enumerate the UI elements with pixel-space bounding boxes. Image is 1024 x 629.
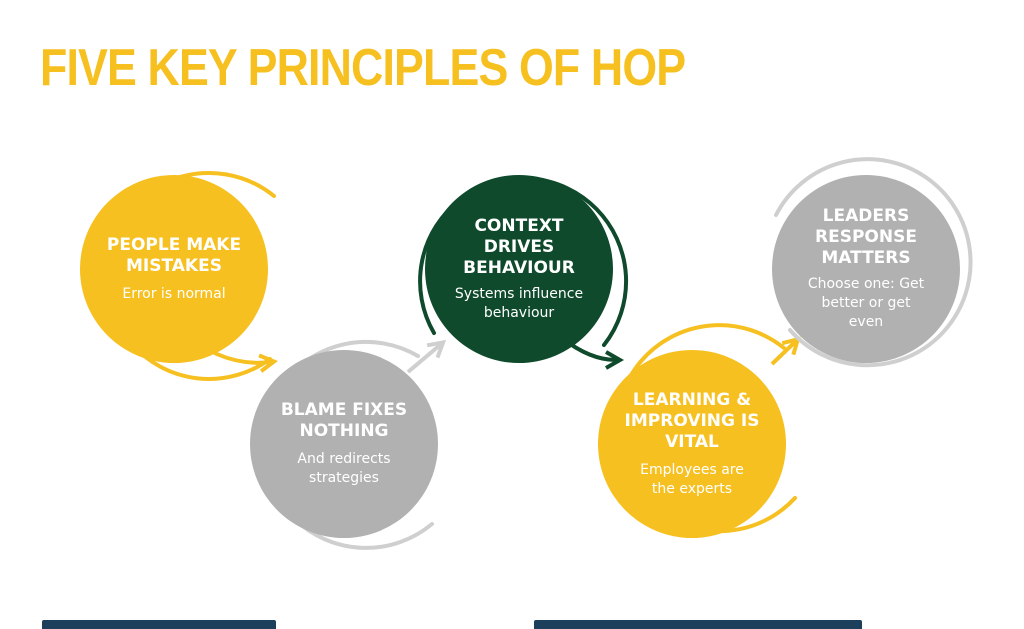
principle-learning-improving: LEARNING & IMPROVING IS VITAL Employees … bbox=[598, 350, 786, 538]
principle-leaders-response-matters: LEADERS RESPONSE MATTERS Choose one: Get… bbox=[772, 175, 960, 363]
principle-context-drives-behaviour: CONTEXT DRIVES BEHAVIOUR Systems influen… bbox=[425, 175, 613, 363]
ring-leaders-response bbox=[774, 157, 973, 368]
principle-heading: CONTEXT DRIVES BEHAVIOUR bbox=[463, 215, 575, 278]
principle-heading: BLAME FIXES NOTHING bbox=[280, 400, 408, 441]
principle-heading: LEARNING & IMPROVING IS VITAL bbox=[624, 389, 760, 452]
footer-cut-off-text-left bbox=[42, 620, 276, 629]
principle-heading: LEADERS RESPONSE MATTERS bbox=[815, 206, 917, 268]
principle-people-make-mistakes: PEOPLE MAKE MISTAKES Error is normal bbox=[80, 175, 268, 363]
principle-heading: PEOPLE MAKE MISTAKES bbox=[106, 234, 242, 276]
arrow-blame-fixes-nothing bbox=[406, 339, 447, 374]
footer-cut-off-text-right bbox=[534, 620, 862, 629]
principle-blame-fixes-nothing: BLAME FIXES NOTHING And redirects strate… bbox=[250, 350, 438, 538]
principle-subtext: And redirects strategies bbox=[297, 451, 391, 486]
principle-subtext: Employees are the experts bbox=[640, 461, 744, 497]
principle-subtext: Systems influence behaviour bbox=[454, 285, 584, 321]
page-title: FIVE KEY PRINCIPLES OF HOP bbox=[40, 39, 686, 97]
principle-subtext: Error is normal bbox=[122, 285, 226, 302]
arrow-learning-improving bbox=[770, 336, 801, 366]
principle-subtext: Choose one: Get better or get even bbox=[807, 276, 925, 330]
